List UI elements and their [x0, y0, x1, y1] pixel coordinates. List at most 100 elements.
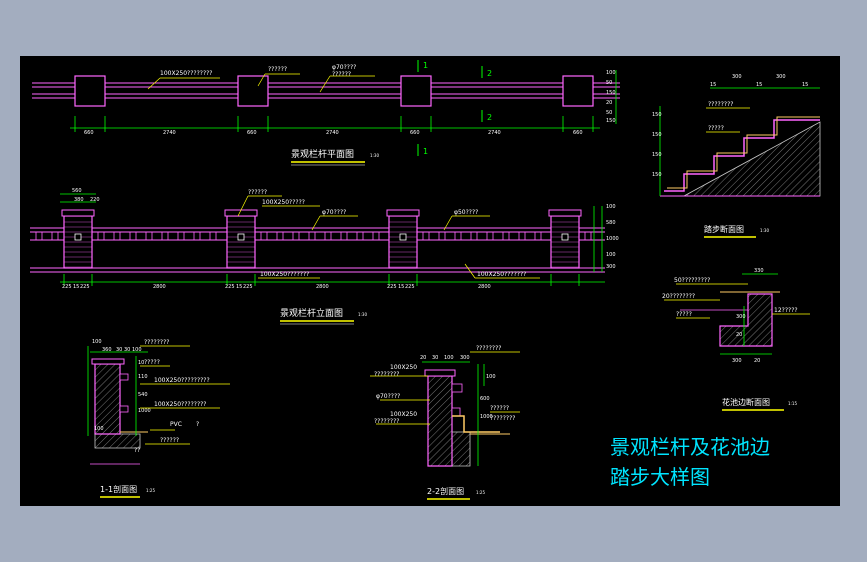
elevation-bottom-dim: 2800 [316, 284, 329, 290]
stair-section: 15 300 15 300 15 150 150 150 150 ???????… [652, 74, 821, 238]
plan-scale: 1:30 [370, 153, 379, 158]
elevation-bottom-dim: 15 [73, 284, 79, 290]
flowerbed-dim: 20 [754, 358, 760, 364]
flowerbed-note: 20???????? [662, 293, 695, 300]
flowerbed-note: 12????? [774, 307, 798, 314]
flowerbed-title: 花池边断面图 [722, 397, 770, 407]
section-1-1: 100 360 30 30 100 10 110 540 1000 100 ??… [87, 339, 230, 498]
section2-scale: 1:25 [476, 490, 485, 495]
plan-note: φ70???? [332, 64, 356, 71]
elevation-top-dim: 380 [74, 197, 84, 203]
section-mark-1: 1 [423, 147, 428, 156]
stair-side-dim: 150 [652, 152, 662, 158]
stair-note: ???????? [708, 101, 733, 108]
section2-side-dim: 100 [486, 374, 496, 380]
stair-profile [664, 119, 820, 192]
section1-note: PVC [170, 421, 182, 428]
section1-side-dim: 110 [138, 374, 148, 380]
section-mark-2: 2 [487, 113, 492, 122]
section2-top-dim: 30 [432, 355, 438, 361]
plan-leaders [147, 73, 375, 93]
elevation-bottom-dim: 2800 [478, 284, 491, 290]
elevation-note: 100X250????? [262, 199, 305, 206]
section2-side-dim: 600 [480, 396, 490, 402]
section1-side-dim: 1000 [138, 408, 151, 414]
baluster [97, 231, 105, 241]
section1-side-dim: 10 [138, 360, 144, 366]
baluster [356, 231, 364, 241]
section1-top-dim: 100 [92, 339, 102, 345]
flowerbed-wall [719, 293, 773, 347]
elevation-bottom-dim: 225 [243, 284, 253, 290]
baluster [276, 231, 284, 241]
baluster [372, 231, 380, 241]
stair-scale: 1:30 [760, 228, 769, 233]
stair-top-dim: 300 [732, 74, 742, 80]
section1-note: ???????? [144, 339, 169, 346]
section1-scale: 1:25 [146, 488, 155, 493]
elevation-leaders [237, 195, 540, 279]
section1-title: 1-1剖面图 [100, 484, 137, 494]
baluster [51, 231, 59, 241]
section1-side-dim: 540 [138, 392, 148, 398]
baluster [584, 231, 592, 241]
plan-post [562, 75, 594, 107]
elevation-side-dim: 580 [606, 220, 616, 226]
elevation-top-dim: 220 [90, 197, 100, 203]
elevation-side-dim: 100 [606, 252, 616, 258]
section-2-2: 20 30 100 300 100 600 1000 ???????? 100X… [370, 345, 520, 500]
plan-side-dim: 50 [606, 110, 612, 116]
section2-top-dim: 300 [460, 355, 470, 361]
section2-note: φ70???? [376, 393, 400, 400]
baluster [486, 231, 494, 241]
plan-dim: 660 [573, 130, 583, 136]
baluster [129, 231, 137, 241]
baluster [145, 231, 153, 241]
plan-side-dim: 50 [606, 80, 612, 86]
section1-side-dim: 100 [94, 426, 104, 432]
section2-post [427, 375, 453, 467]
section2-note: ?????? [490, 405, 509, 412]
plan-posts [74, 75, 594, 107]
stair-hatch [683, 121, 821, 197]
elevation-side-dim: 1000 [606, 236, 619, 242]
elevation-bottom-dim: 225 [405, 284, 415, 290]
baluster [340, 231, 348, 241]
elevation-bottom-dim: 15 [398, 284, 404, 290]
stair-note: ????? [708, 125, 724, 132]
plan-dimension-line [70, 70, 617, 132]
baluster [534, 231, 542, 241]
plan-side-dim: 100 [606, 70, 616, 76]
section2-top-dim: 20 [420, 355, 426, 361]
baluster [161, 231, 169, 241]
section1-note: ?????? [160, 437, 179, 444]
elevation-note: φ70???? [322, 209, 346, 216]
stair-side-dim: 150 [652, 132, 662, 138]
baluster [438, 231, 446, 241]
baluster [260, 231, 268, 241]
railing-elevation-view: 560 380 220 225 15 225 2800 225 15 225 2… [30, 188, 619, 325]
elevation-note: 100X250??????? [477, 271, 526, 278]
plan-note: ?????? [268, 66, 287, 73]
rail-socket [74, 233, 82, 241]
baluster [209, 231, 217, 241]
section1-top-dim: 360 [102, 347, 112, 353]
section-mark-1: 1 [423, 61, 428, 70]
section2-note: ???????? [374, 418, 399, 425]
plan-post [74, 75, 106, 107]
elevation-bottom-dim: 225 [225, 284, 235, 290]
baluster [35, 231, 43, 241]
plan-dim: 2740 [488, 130, 501, 136]
flowerbed-note: 50????????? [674, 277, 710, 284]
stair-top-dim: 300 [776, 74, 786, 80]
elevation-side-dim: 100 [606, 204, 616, 210]
section1-top-dim: 30 [124, 347, 130, 353]
section2-note: ???????? [476, 345, 501, 352]
elevation-side-dim: 300 [606, 264, 616, 270]
stair-finish [667, 116, 820, 189]
rail-socket [399, 233, 407, 241]
plan-dim: 660 [410, 130, 420, 136]
elevation-bottom-dim: 2800 [153, 284, 166, 290]
elevation-posts [63, 215, 580, 269]
rail-socket [561, 233, 569, 241]
